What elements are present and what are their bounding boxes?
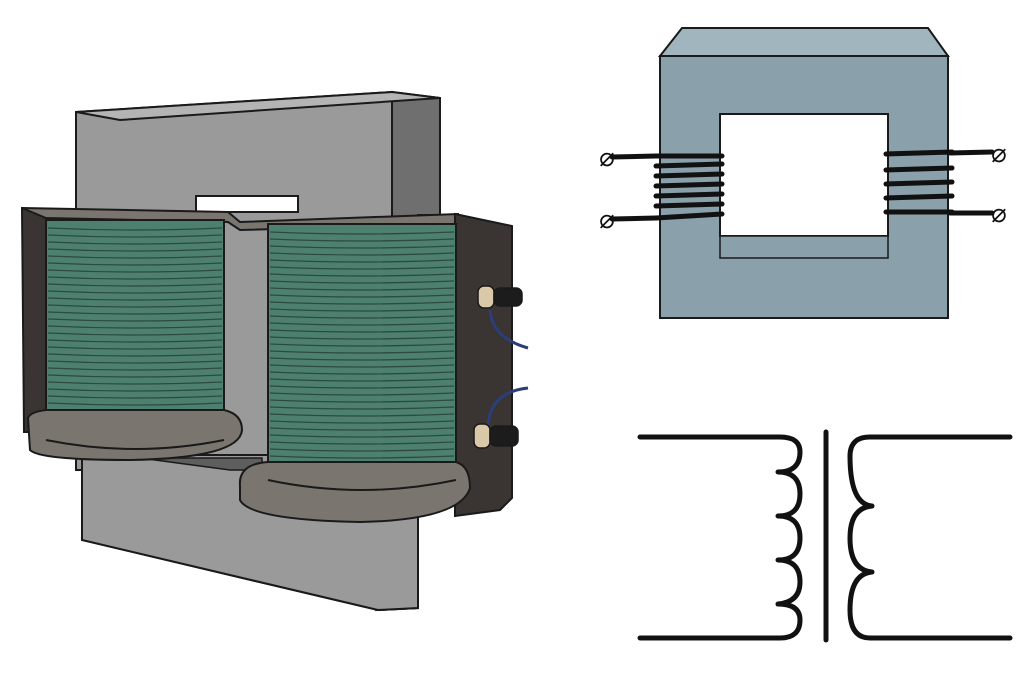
coil-turn-line <box>269 308 455 312</box>
coil-turn-line <box>47 325 223 329</box>
coil-turn-line <box>269 252 455 256</box>
coil-turn-line <box>269 392 455 396</box>
bobbin-left-flange <box>20 206 47 433</box>
coil-turn-line <box>47 297 223 301</box>
coil-turn-line <box>269 406 455 410</box>
diagram-core-top-bevel <box>657 27 950 57</box>
coil-turn-line <box>47 304 223 308</box>
terminal-lower <box>473 386 529 449</box>
core-window <box>195 195 299 213</box>
coil-turn-line <box>47 395 223 399</box>
coil-turn-line <box>269 385 455 389</box>
lead-wire-lower <box>486 386 529 427</box>
coil-turn-line <box>269 336 455 340</box>
coil-turn-line <box>269 280 455 284</box>
primary-lead-top <box>609 153 659 160</box>
coil-turn-line <box>269 350 455 354</box>
core-winding-diagram: ⌀ ⌀ ⌀ ⌀ <box>599 27 1007 319</box>
coil-turn-line <box>47 332 223 336</box>
lead-wire-upper <box>488 309 529 350</box>
coil-turn-line <box>269 420 455 424</box>
terminal-upper-post <box>493 287 523 307</box>
coil-turn-line <box>47 283 223 287</box>
coil-turn-line <box>47 339 223 343</box>
primary-terminal-top-glyph: ⌀ <box>599 143 615 173</box>
terminal-upper-nut <box>477 285 495 309</box>
secondary-coil-bottom-flange <box>238 461 472 524</box>
primary-lead-bottom <box>609 215 659 222</box>
coil-turn-line <box>269 413 455 417</box>
coil-turn-line <box>47 353 223 357</box>
coil-turn-line <box>269 322 455 326</box>
coil-turn-line <box>269 364 455 368</box>
coil-turn-line <box>47 311 223 315</box>
core-top-face <box>75 90 441 122</box>
coil-turn-line <box>269 231 455 235</box>
secondary-coil-bottom-edge <box>267 479 457 491</box>
coil-turn-line <box>269 378 455 382</box>
coil-turn-line <box>269 259 455 263</box>
coil-turn-line <box>269 273 455 277</box>
coil-turn-line <box>47 255 223 259</box>
coil-turn-line <box>47 318 223 322</box>
coil-turn-line <box>269 301 455 305</box>
coil-turn-line <box>269 343 455 347</box>
terminal-lower-post <box>489 425 519 447</box>
coil-turn-line <box>269 238 455 242</box>
coil-turn-line <box>47 388 223 392</box>
coil-turn-line <box>47 290 223 294</box>
coil-turn-line <box>269 427 455 431</box>
coil-turn-line <box>47 360 223 364</box>
primary-coil <box>26 219 244 462</box>
primary-coil-bottom-flange <box>26 409 244 462</box>
coil-turn-line <box>269 434 455 438</box>
coil-turn-line <box>47 346 223 350</box>
coil-turn-line <box>269 287 455 291</box>
coil-turn-line <box>269 455 455 459</box>
coil-turn-line <box>269 357 455 361</box>
coil-turn-line <box>47 269 223 273</box>
coil-turn-line <box>269 266 455 270</box>
primary-coil-bottom-edge <box>45 439 225 450</box>
coil-turn-line <box>269 245 455 249</box>
coil-turn-line <box>47 241 223 245</box>
secondary-terminal-bottom-glyph: ⌀ <box>991 199 1007 229</box>
coil-turn-line <box>47 276 223 280</box>
secondary-lead-top <box>947 149 995 156</box>
coil-turn-line <box>269 371 455 375</box>
secondary-winding <box>883 149 995 216</box>
coil-turn-line <box>47 234 223 238</box>
coil-turn-line <box>47 374 223 378</box>
coil-turn-line <box>269 448 455 452</box>
coil-turn-line <box>47 248 223 252</box>
primary-terminal-bottom-glyph: ⌀ <box>599 205 615 235</box>
coil-turn-line <box>47 381 223 385</box>
coil-turn-line <box>47 227 223 231</box>
terminal-upper <box>477 285 529 350</box>
coil-turn-line <box>269 399 455 403</box>
coil-turn-line <box>47 262 223 266</box>
secondary-terminal-top-glyph: ⌀ <box>991 139 1007 169</box>
secondary-coil <box>238 223 472 524</box>
coil-turn-line <box>269 294 455 298</box>
coil-turn-line <box>269 329 455 333</box>
transformer-3d-illustration <box>20 90 529 612</box>
symbol-secondary-coil <box>847 434 1013 641</box>
transformer-circuit-symbol <box>637 429 1013 643</box>
coil-turn-line <box>47 402 223 406</box>
diagram-core-window <box>719 113 889 237</box>
coil-turn-line <box>269 315 455 319</box>
coil-turn-line <box>47 367 223 371</box>
diagram-window-depth <box>719 235 889 259</box>
symbol-primary-coil <box>637 434 803 641</box>
terminal-lower-nut <box>473 423 491 449</box>
coil-turn-line <box>269 441 455 445</box>
primary-winding <box>609 153 725 222</box>
